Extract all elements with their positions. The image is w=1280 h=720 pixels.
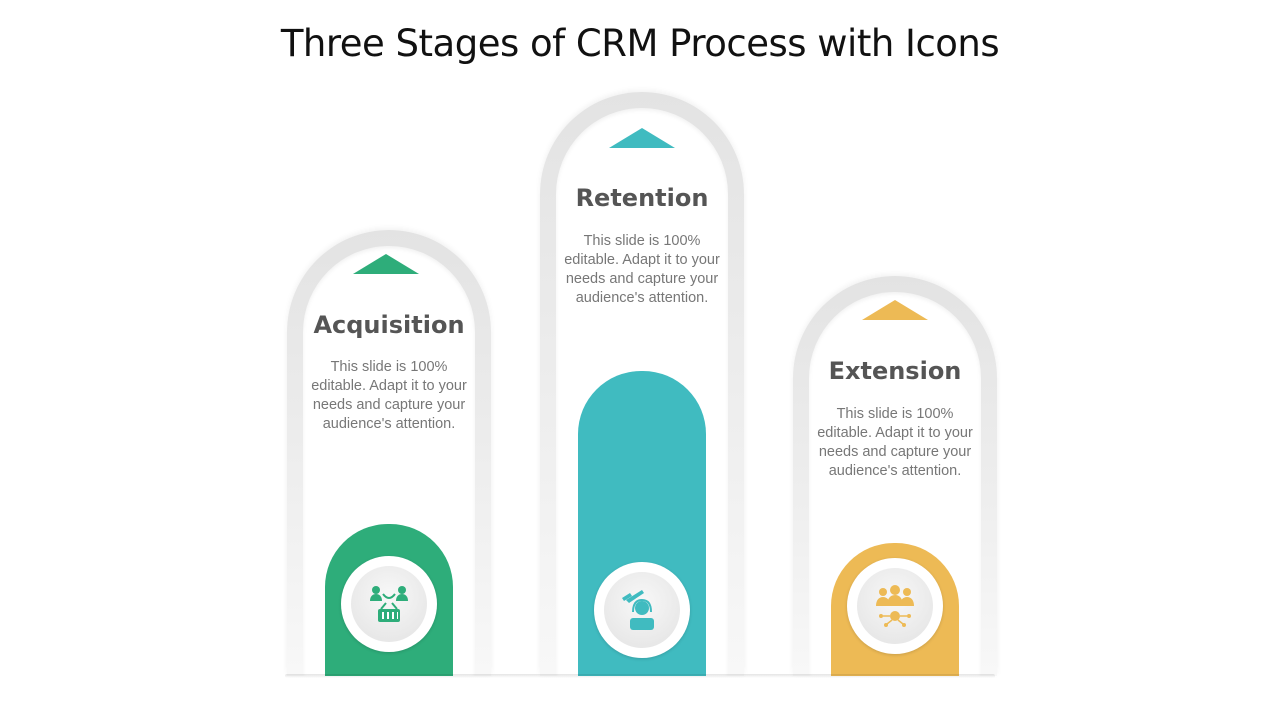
pointer-triangle-icon (353, 254, 419, 274)
stage-heading: Acquisition (313, 311, 465, 339)
group-network-icon (876, 585, 914, 627)
stage-retention: Retention This slide is 100% editable. A… (540, 92, 744, 676)
stage-heading: Extension (828, 357, 962, 385)
stage-acquisition: Acquisition This slide is 100% editable.… (287, 230, 491, 676)
icon-badge (594, 562, 690, 658)
pointer-triangle-icon (862, 300, 928, 320)
page-title: Three Stages of CRM Process with Icons (280, 22, 1000, 65)
icon-badge (847, 558, 943, 654)
pillar-card: Extension This slide is 100% editable. A… (809, 292, 981, 676)
stage-heading: Retention (575, 184, 709, 212)
pillar-card: Acquisition This slide is 100% editable.… (303, 246, 475, 676)
icon-badge (341, 556, 437, 652)
base-shadow-line (285, 674, 995, 678)
customers-basket-icon (370, 586, 408, 622)
stage-description: This slide is 100% editable. Adapt it to… (817, 406, 973, 479)
pillar-card: Retention This slide is 100% editable. A… (556, 108, 728, 676)
stage-extension: Extension This slide is 100% editable. A… (793, 276, 997, 676)
protected-customer-icon (622, 590, 654, 630)
stage-description: This slide is 100% editable. Adapt it to… (564, 233, 720, 306)
pointer-triangle-icon (609, 128, 675, 148)
stage-description: This slide is 100% editable. Adapt it to… (311, 359, 467, 432)
